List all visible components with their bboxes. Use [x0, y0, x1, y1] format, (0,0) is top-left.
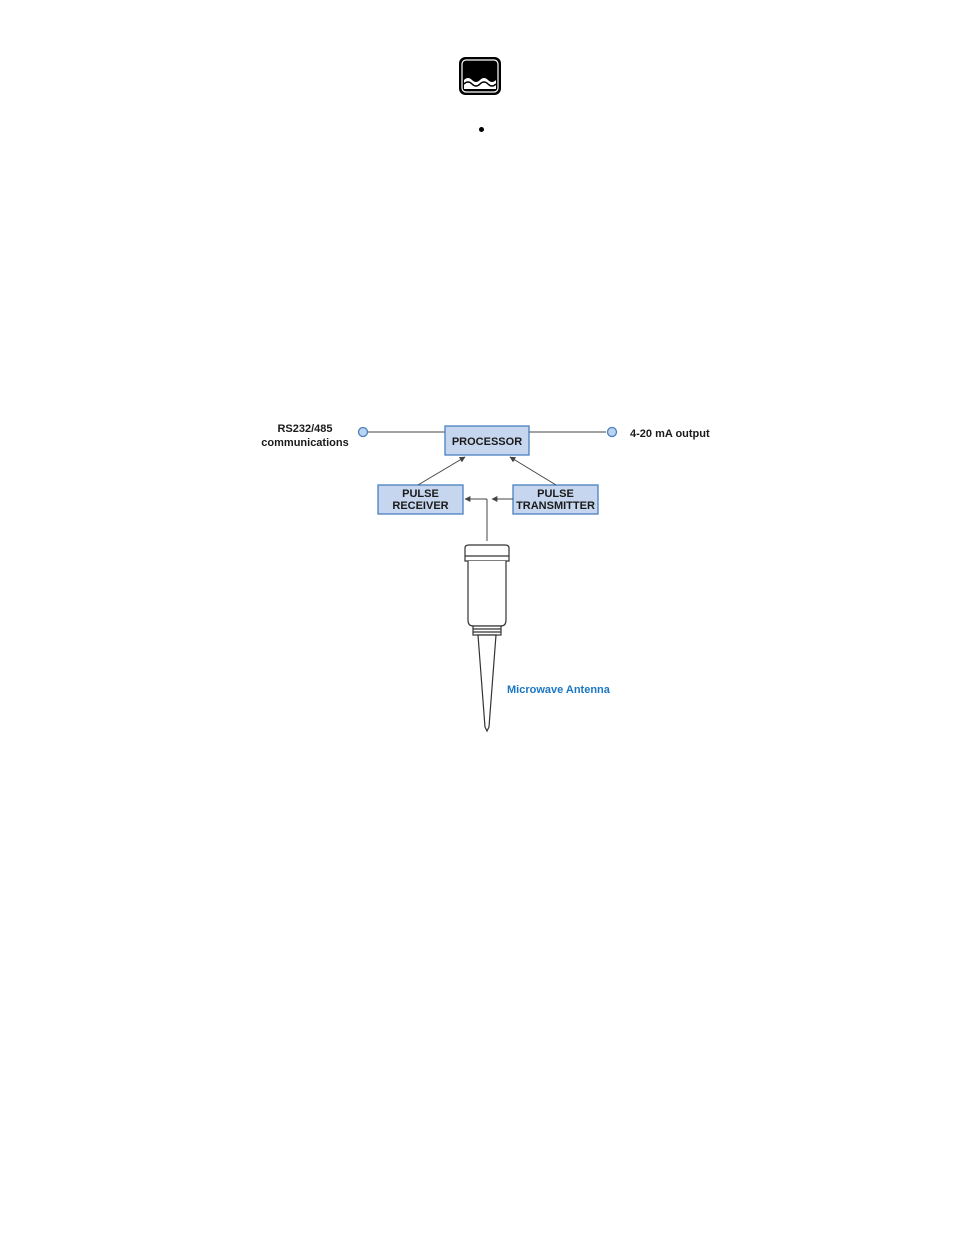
pulse-receiver-label-line2: RECEIVER	[392, 500, 448, 512]
right-port-label: 4-20 mA output	[630, 428, 710, 440]
processor-box	[444, 425, 530, 456]
left-port-label-line2: communications	[261, 437, 348, 449]
pulse-transmitter-label-line1: PULSE	[537, 488, 574, 500]
transmitter-to-processor-arrow	[509, 456, 557, 486]
right-port-node	[606, 426, 618, 438]
processor-label: PROCESSOR	[452, 436, 522, 448]
pulse-transmitter-label-line2: TRANSMITTER	[516, 500, 595, 512]
bullet-dot-icon	[479, 127, 484, 132]
pulse-receiver-box	[377, 484, 464, 515]
water-level-logo-icon	[459, 57, 501, 95]
pulse-receiver-label-line1: PULSE	[402, 488, 439, 500]
receiver-to-processor-arrow	[417, 456, 466, 486]
left-port-label-line1: RS232/485	[277, 423, 332, 435]
left-port-node	[357, 426, 369, 438]
microwave-antenna-drawing	[464, 544, 510, 733]
antenna-label: Microwave Antenna	[507, 684, 611, 696]
